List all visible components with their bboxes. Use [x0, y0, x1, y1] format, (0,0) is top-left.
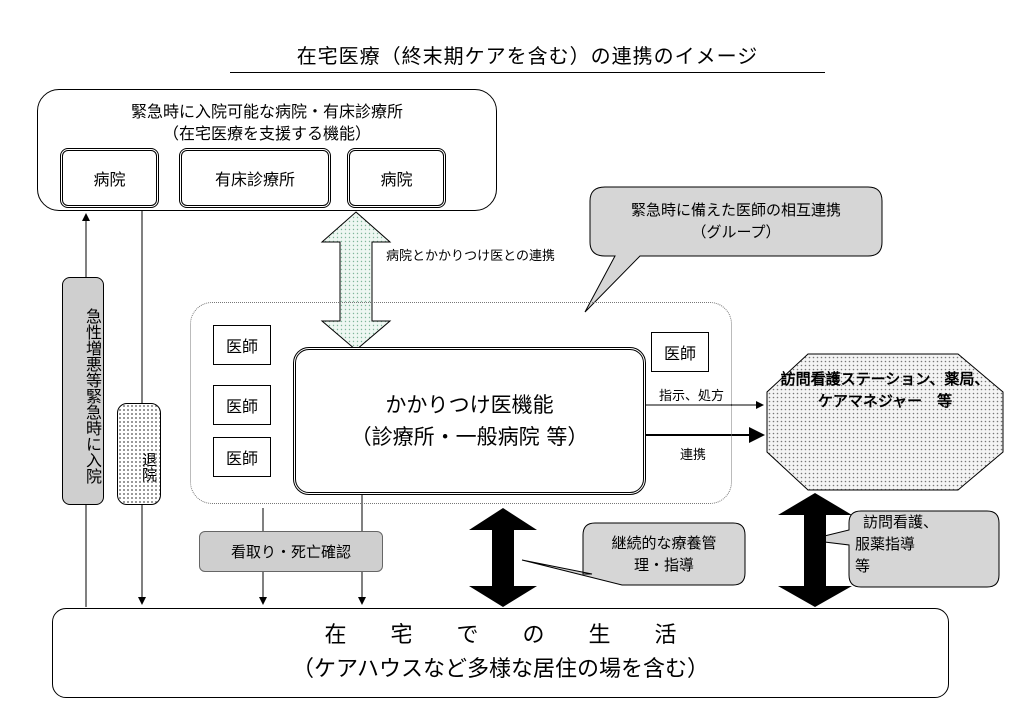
visit-nursing-line3: 等 [855, 557, 871, 575]
cooperation-label: 連携 [680, 448, 707, 463]
hospital-group-title: 緊急時に入院可能な病院・有床診療所 [130, 102, 403, 121]
continuous-care-bubble [521, 522, 746, 586]
doctor-box-1: 医師 [213, 325, 271, 365]
mutual-cooperation-text: 緊急時に備えた医師の相互連携 （グループ） [590, 187, 882, 255]
visit-nursing-line2: 服薬指導 [855, 535, 916, 553]
hospital-link-label: 病院とかかりつけ医との連携 [386, 249, 556, 264]
doctor-box-4: 医師 [651, 332, 709, 372]
continuous-care-line1: 継続的な療養管 [611, 534, 717, 552]
hospital-group-subtitle: （在宅医療を支援する機能） [162, 124, 371, 143]
emergency-admission-label: 急性増悪等緊急時に入院 [62, 277, 104, 505]
home-life-box: 在宅での生活 （ケアハウスなど多様な居住の場を含む） [52, 608, 949, 698]
doctor-box-3: 医師 [213, 437, 271, 477]
mutual-cooperation-line1: 緊急時に備えた医師の相互連携 [630, 201, 841, 219]
kakaritsuke-subtitle: （診療所・一般病院 等） [350, 425, 589, 449]
visit-station-label: 訪問看護ステーション、薬局、ケアマネジャー 等 [780, 370, 990, 410]
mutual-cooperation-bubble [584, 186, 883, 313]
home-life-subtitle: （ケアハウスなど多様な居住の場を含む） [291, 657, 710, 682]
diagram-title: 在宅医療（終末期ケアを含む）の連携のイメージ [230, 40, 825, 73]
visit-nursing-text: 訪問看護、 服薬指導 等 [849, 511, 999, 587]
visit-nursing-bubble [807, 510, 1000, 588]
instruction-label: 指示、処方 [659, 389, 725, 404]
kakaritsuke-function-box: かかりつけ医機能 （診療所・一般病院 等） [293, 347, 646, 495]
visit-nursing-line1: 訪問看護、 [863, 513, 939, 531]
discharge-label: 退院 [117, 403, 161, 505]
continuous-care-text: 継続的な療養管 理・指導 [583, 523, 745, 585]
doctor-group-region [190, 302, 732, 504]
mutual-cooperation-line2: （グループ） [691, 223, 781, 241]
home-life-title: 在宅での生活 [324, 623, 721, 648]
visit-station-octagon [766, 353, 1004, 491]
visit-nursing-arrow [778, 493, 852, 607]
hospital-box-1: 病院 [60, 148, 159, 208]
continuous-care-line2: 理・指導 [633, 556, 694, 574]
kakaritsuke-title: かかりつけ医機能 [385, 393, 554, 417]
continuous-care-arrow [469, 508, 537, 607]
clinic-box: 有床診療所 [179, 148, 331, 208]
mitori-label: 看取り・死亡確認 [199, 531, 383, 572]
doctor-box-2: 医師 [213, 385, 271, 425]
hospital-box-2: 病院 [347, 148, 446, 208]
